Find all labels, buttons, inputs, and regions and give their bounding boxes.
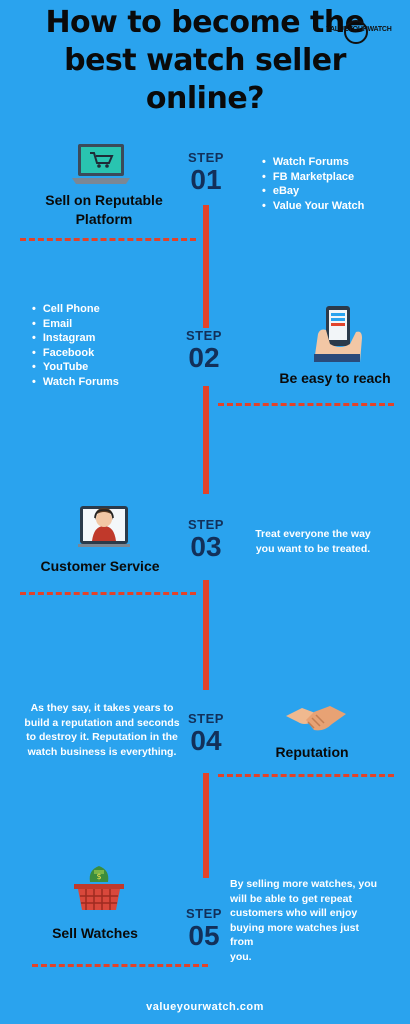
list-item: Facebook xyxy=(32,346,119,361)
step-2-heading: Be easy to reach xyxy=(279,370,391,386)
list-item: Cell Phone xyxy=(32,302,119,317)
brand-logo: VALUEYOURWATCH xyxy=(326,18,392,44)
list-item: Email xyxy=(32,317,119,332)
hand-phone-icon xyxy=(310,304,366,367)
timeline-segment-1 xyxy=(203,205,209,328)
step-4-heading: Reputation xyxy=(275,744,349,760)
list-item: Watch Forums xyxy=(32,375,119,390)
list-item: FB Marketplace xyxy=(262,170,364,185)
laptop-cart-icon xyxy=(72,142,130,193)
step-3-marker: STEP 03 xyxy=(188,517,224,562)
step-5-heading: Sell Watches xyxy=(52,925,138,941)
handshake-icon xyxy=(284,702,348,741)
list-item: Watch Forums xyxy=(262,155,364,170)
divider-1 xyxy=(20,238,196,241)
support-agent-icon xyxy=(78,500,130,553)
step-2-list: Cell Phone Email Instagram Facebook YouT… xyxy=(32,302,119,389)
step-1-marker: STEP 01 xyxy=(188,150,224,195)
footer-url: valueyourwatch.com xyxy=(146,1001,264,1013)
list-item: Value Your Watch xyxy=(262,199,365,214)
step-5-marker: STEP 05 xyxy=(186,906,222,951)
step-3-heading: Customer Service xyxy=(40,558,160,574)
list-item: YouTube xyxy=(32,360,119,375)
title-line-2: best watch seller xyxy=(64,43,346,78)
divider-3 xyxy=(20,592,196,595)
step-2-marker: STEP 02 xyxy=(186,328,222,373)
logo-ring-icon xyxy=(344,20,368,44)
page-title: How to become the best watch seller onli… xyxy=(0,4,410,118)
timeline-segment-3 xyxy=(203,580,209,690)
logo-text: VALUEYOURWATCH xyxy=(326,26,392,33)
title-line-1: How to become the xyxy=(45,5,365,40)
step-1-heading: Sell on Reputable Platform xyxy=(45,192,163,227)
title-line-3: online? xyxy=(145,81,265,116)
timeline-segment-4 xyxy=(203,773,209,878)
svg-text:$: $ xyxy=(96,872,101,881)
step-3-text: Treat everyone the way you want to be tr… xyxy=(255,528,371,555)
list-item: eBay xyxy=(262,184,364,199)
step-4-marker: STEP 04 xyxy=(188,711,224,756)
step-1-list: Watch Forums FB Marketplace eBay Value Y… xyxy=(262,155,365,214)
step-5-text: By selling more watches, you will be abl… xyxy=(230,878,378,963)
divider-4 xyxy=(218,774,394,777)
divider-5 xyxy=(32,964,208,967)
step-4-text: As they say, it takes years to build a r… xyxy=(24,702,180,758)
money-basket-icon: $ xyxy=(70,864,128,919)
divider-2 xyxy=(218,403,394,406)
timeline-segment-2 xyxy=(203,386,209,494)
list-item: Instagram xyxy=(32,331,119,346)
